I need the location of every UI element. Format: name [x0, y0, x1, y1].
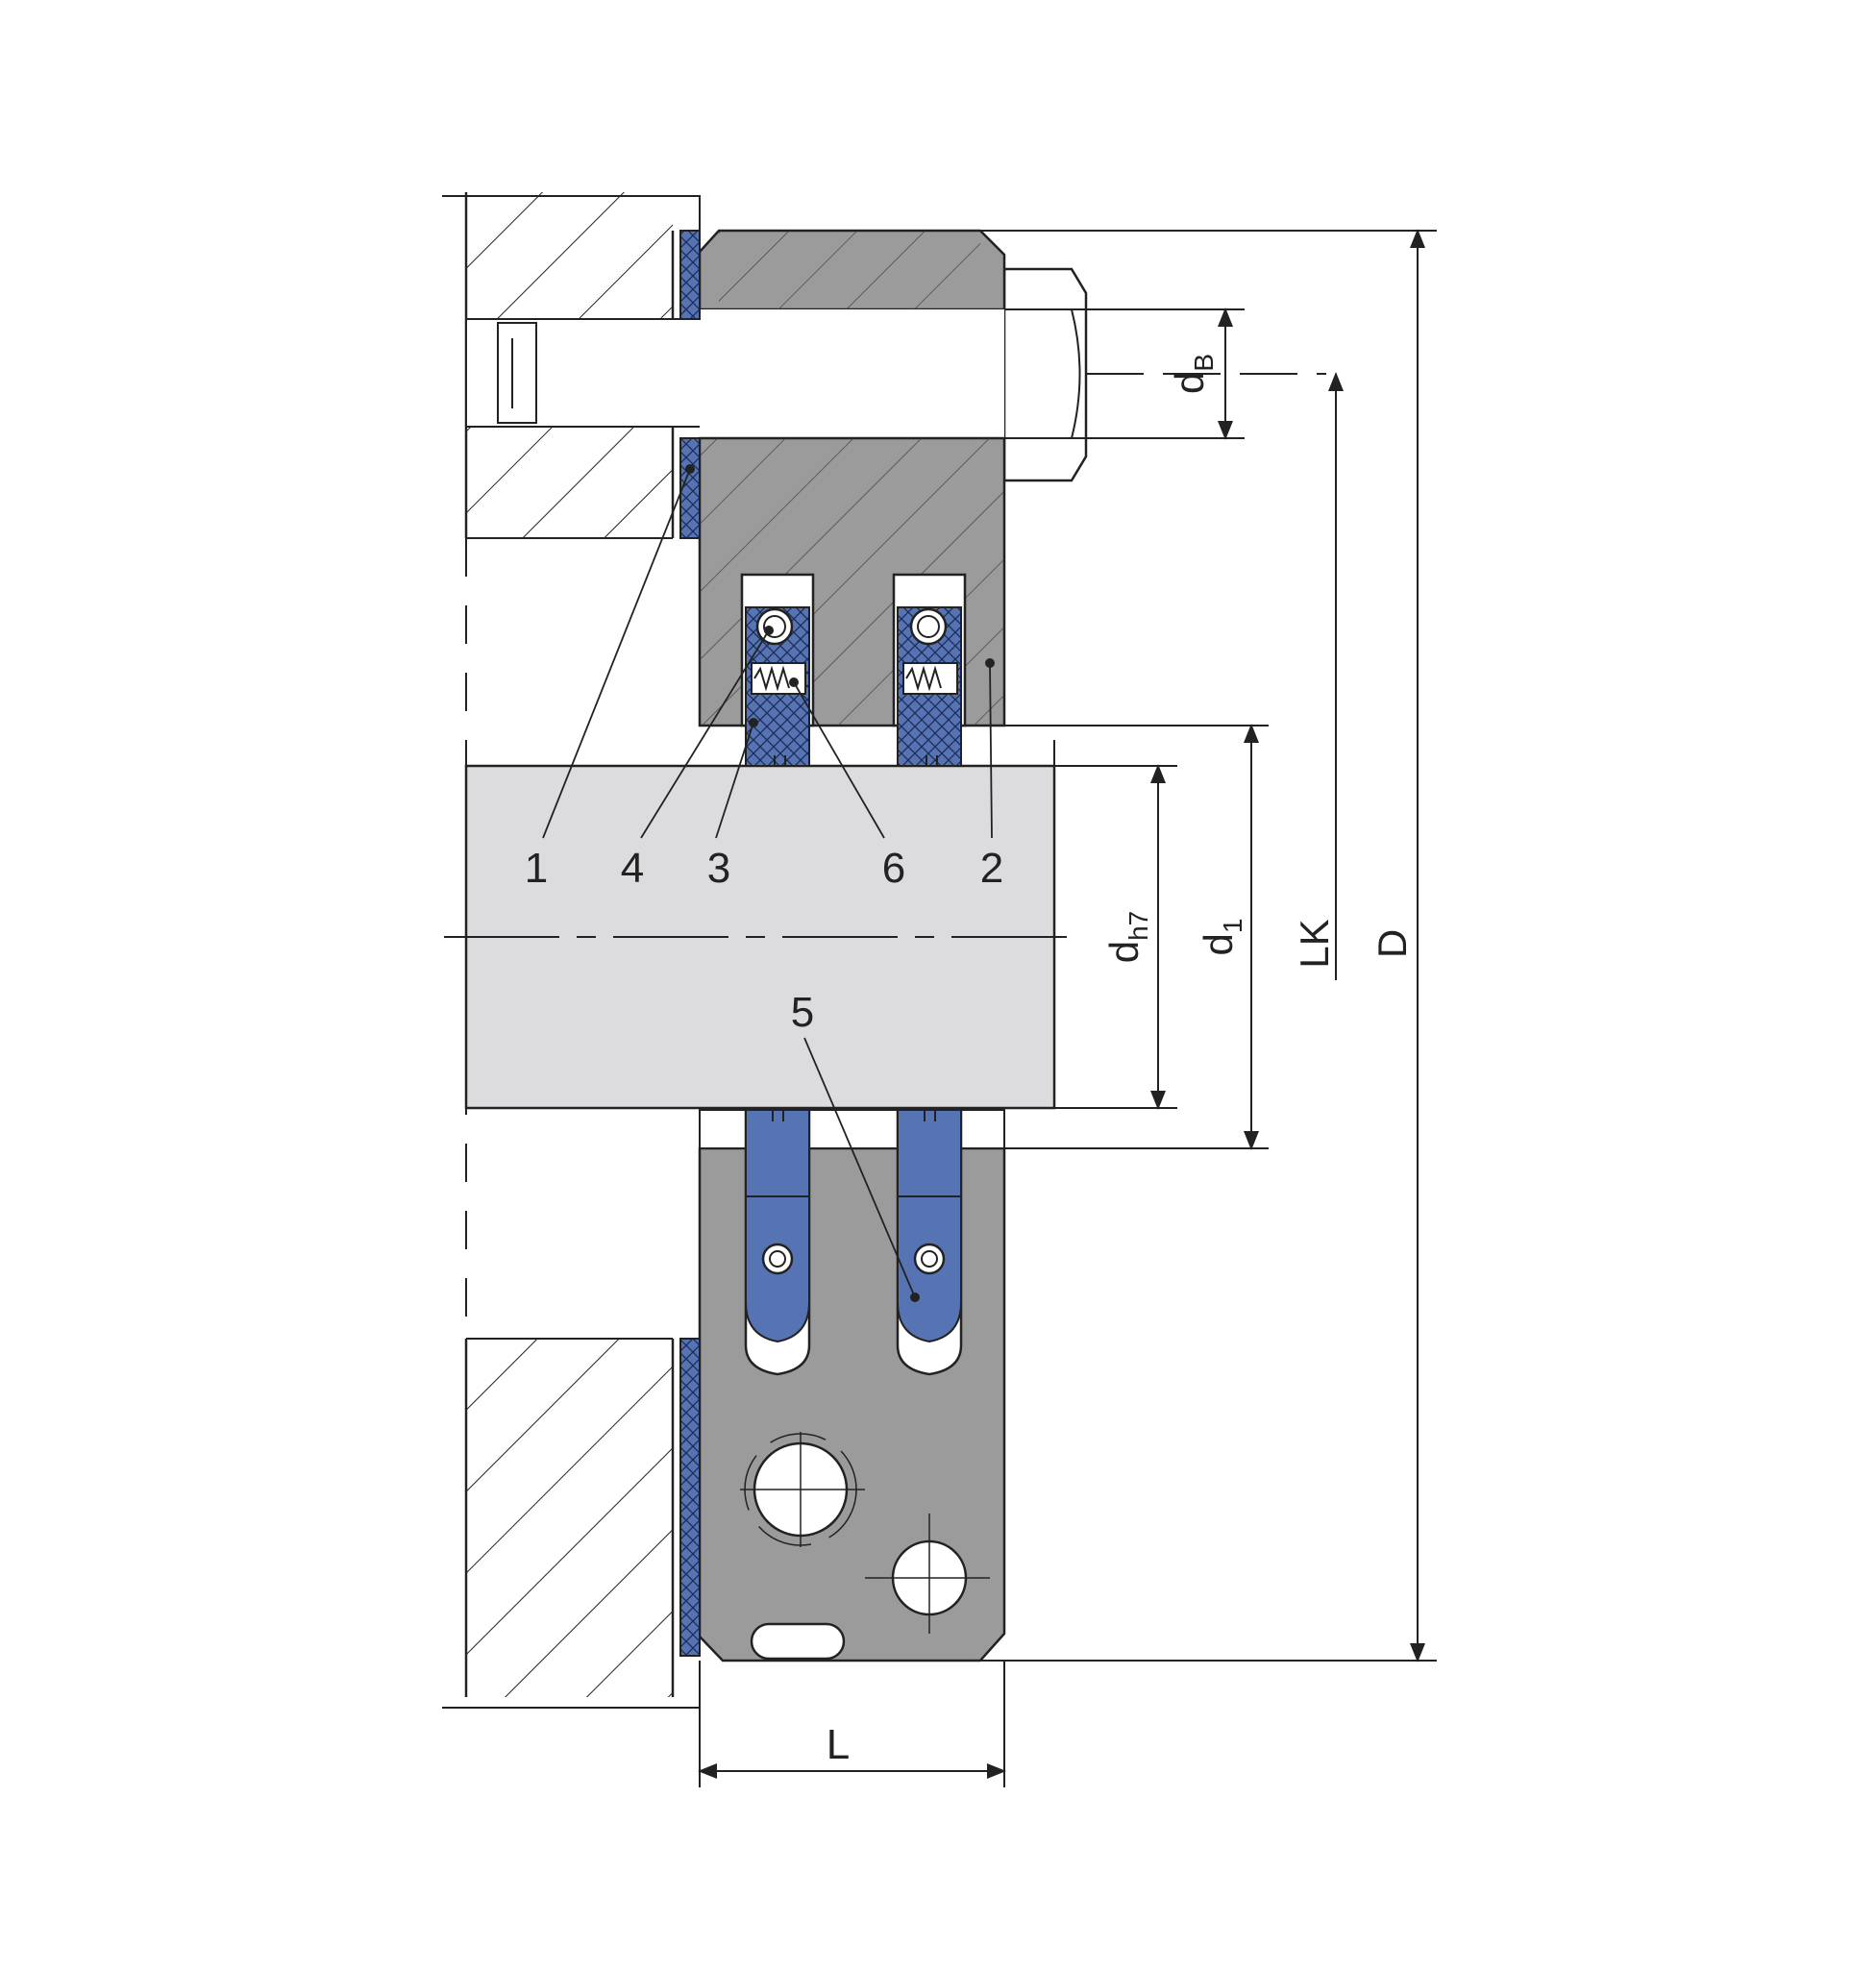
svg-text:LK: LK — [1292, 919, 1337, 968]
seal-ring-right — [892, 573, 967, 767]
shaft — [444, 740, 1078, 1110]
svg-text:d1: d1 — [1196, 919, 1247, 956]
dim-label-d: D — [1370, 929, 1415, 958]
leader-lines — [542, 468, 993, 1298]
housing-holes — [740, 1432, 990, 1661]
part-label-1: 1 — [525, 845, 548, 892]
part-label-5: 5 — [791, 989, 814, 1036]
part-label-2: 2 — [980, 845, 1003, 892]
part-label-4: 4 — [621, 845, 644, 892]
seal-ring-left — [740, 573, 815, 767]
dimension-lines — [698, 229, 1437, 1787]
gasket — [679, 230, 701, 1657]
dim-label-l: L — [827, 1721, 850, 1768]
svg-text:dB: dB — [1167, 354, 1219, 394]
dim-label-db: dB — [1167, 354, 1219, 394]
leader-dots — [685, 464, 995, 1302]
part-label-3: 3 — [707, 845, 730, 892]
dim-label-dh7: dh7 — [1101, 911, 1153, 964]
svg-text:D: D — [1370, 929, 1415, 958]
dim-label-lk: LK — [1292, 919, 1337, 968]
svg-text:dh7: dh7 — [1101, 911, 1153, 964]
part-label-6: 6 — [882, 845, 905, 892]
seal-segments-lower — [744, 1108, 963, 1376]
dim-label-d1: d1 — [1196, 919, 1247, 956]
